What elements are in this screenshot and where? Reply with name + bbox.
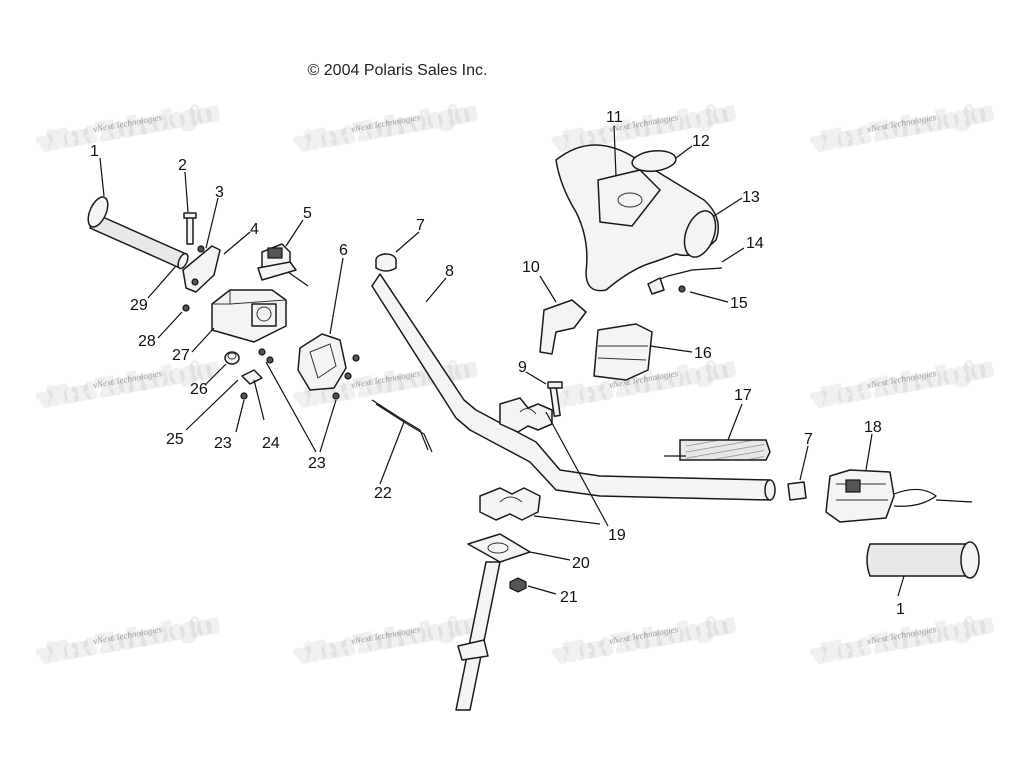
part-26-grommet xyxy=(224,351,240,365)
callout-1-left: 1 xyxy=(90,143,99,160)
part-24-cover xyxy=(241,369,263,385)
part-16-shroud xyxy=(593,323,653,381)
callout-20: 20 xyxy=(572,555,590,572)
callout-23-left: 23 xyxy=(214,435,232,452)
part-14-wire xyxy=(647,267,723,295)
callout-6: 6 xyxy=(339,242,348,259)
part-18-control-housing xyxy=(825,469,973,523)
callout-7-right: 7 xyxy=(804,431,813,448)
part-22-cable xyxy=(371,399,433,453)
part-15-screw xyxy=(678,285,686,293)
callout-12: 12 xyxy=(692,133,710,150)
callout-16: 16 xyxy=(694,345,712,362)
callout-5: 5 xyxy=(303,205,312,222)
part-13-handlebar-pod xyxy=(555,144,719,292)
callout-23-right: 23 xyxy=(308,455,326,472)
callout-3: 3 xyxy=(215,184,224,201)
callout-10: 10 xyxy=(522,259,540,276)
callout-11: 11 xyxy=(606,109,623,126)
callout-17: 17 xyxy=(734,387,752,404)
callout-14: 14 xyxy=(746,235,764,252)
part-7-bar-end-left xyxy=(375,253,397,272)
callout-9: 9 xyxy=(518,359,527,376)
callout-22: 22 xyxy=(374,485,392,502)
part-10-lower-cover xyxy=(539,299,587,355)
part-1-right-grip xyxy=(866,541,980,579)
part-9-bolt xyxy=(547,381,563,418)
part-21-nut xyxy=(509,577,527,593)
callout-labels: 1 2 3 4 5 6 7 8 9 10 11 12 13 14 15 16 1… xyxy=(90,109,905,618)
part-20-plate xyxy=(467,533,531,563)
part-6-cover xyxy=(297,333,360,391)
part-27-throttle-housing xyxy=(211,289,287,343)
callout-15: 15 xyxy=(730,295,748,312)
part-4-bracket xyxy=(182,245,221,293)
callout-4: 4 xyxy=(250,221,259,238)
callout-19: 19 xyxy=(608,527,626,544)
part-8-handlebar xyxy=(371,273,776,501)
callout-26: 26 xyxy=(190,381,208,398)
callout-21: 21 xyxy=(560,589,578,606)
part-19-clamp-upper xyxy=(499,397,553,433)
callout-1-right: 1 xyxy=(896,601,905,618)
callout-7-left: 7 xyxy=(416,217,425,234)
part-19-clamp-lower xyxy=(479,487,541,521)
callout-18: 18 xyxy=(864,419,882,436)
copyright-notice: © 2004 Polaris Sales Inc. xyxy=(307,62,488,79)
callout-24: 24 xyxy=(262,435,280,452)
callout-2: 2 xyxy=(178,157,187,174)
part-5-switch-module xyxy=(257,243,309,287)
callout-25: 25 xyxy=(166,431,184,448)
leader-lines xyxy=(99,125,905,597)
part-28-screw xyxy=(182,304,190,312)
part-2-screw xyxy=(183,212,197,245)
part-23-screws xyxy=(240,348,352,400)
callout-27: 27 xyxy=(172,347,190,364)
part-12-decal xyxy=(631,150,677,172)
part-3-washer xyxy=(197,245,205,253)
part-17-throttle-grip xyxy=(664,439,771,461)
part-1-left-grip xyxy=(87,196,189,270)
callout-8: 8 xyxy=(445,263,454,280)
part-7-bar-end-right xyxy=(787,481,807,501)
steering-post xyxy=(455,561,501,711)
callout-28: 28 xyxy=(138,333,156,350)
callout-29: 29 xyxy=(130,297,148,314)
callout-13: 13 xyxy=(742,189,760,206)
